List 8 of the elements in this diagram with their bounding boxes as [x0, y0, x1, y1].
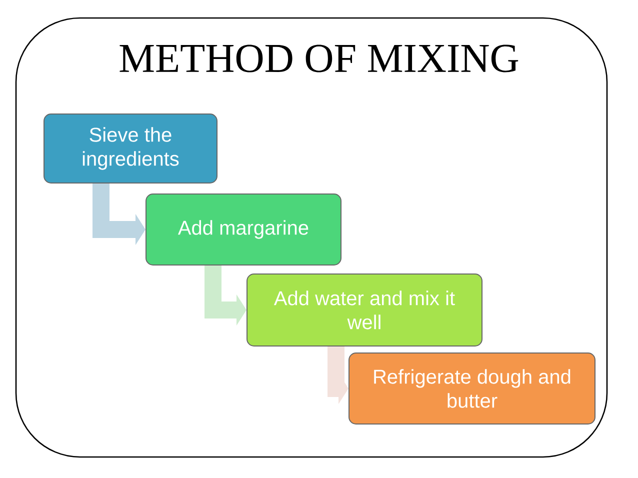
process-box: Sieve the ingredients — [44, 114, 218, 184]
arrow — [328, 346, 348, 404]
process-box: Add water and mix it well — [246, 274, 482, 346]
process-box: Refrigerate dough and butter — [348, 352, 596, 424]
arrow — [92, 184, 146, 245]
arrow — [204, 266, 246, 326]
title: METHOD OF MIXING — [120, 44, 518, 72]
process-box: Add margarine — [146, 194, 342, 266]
